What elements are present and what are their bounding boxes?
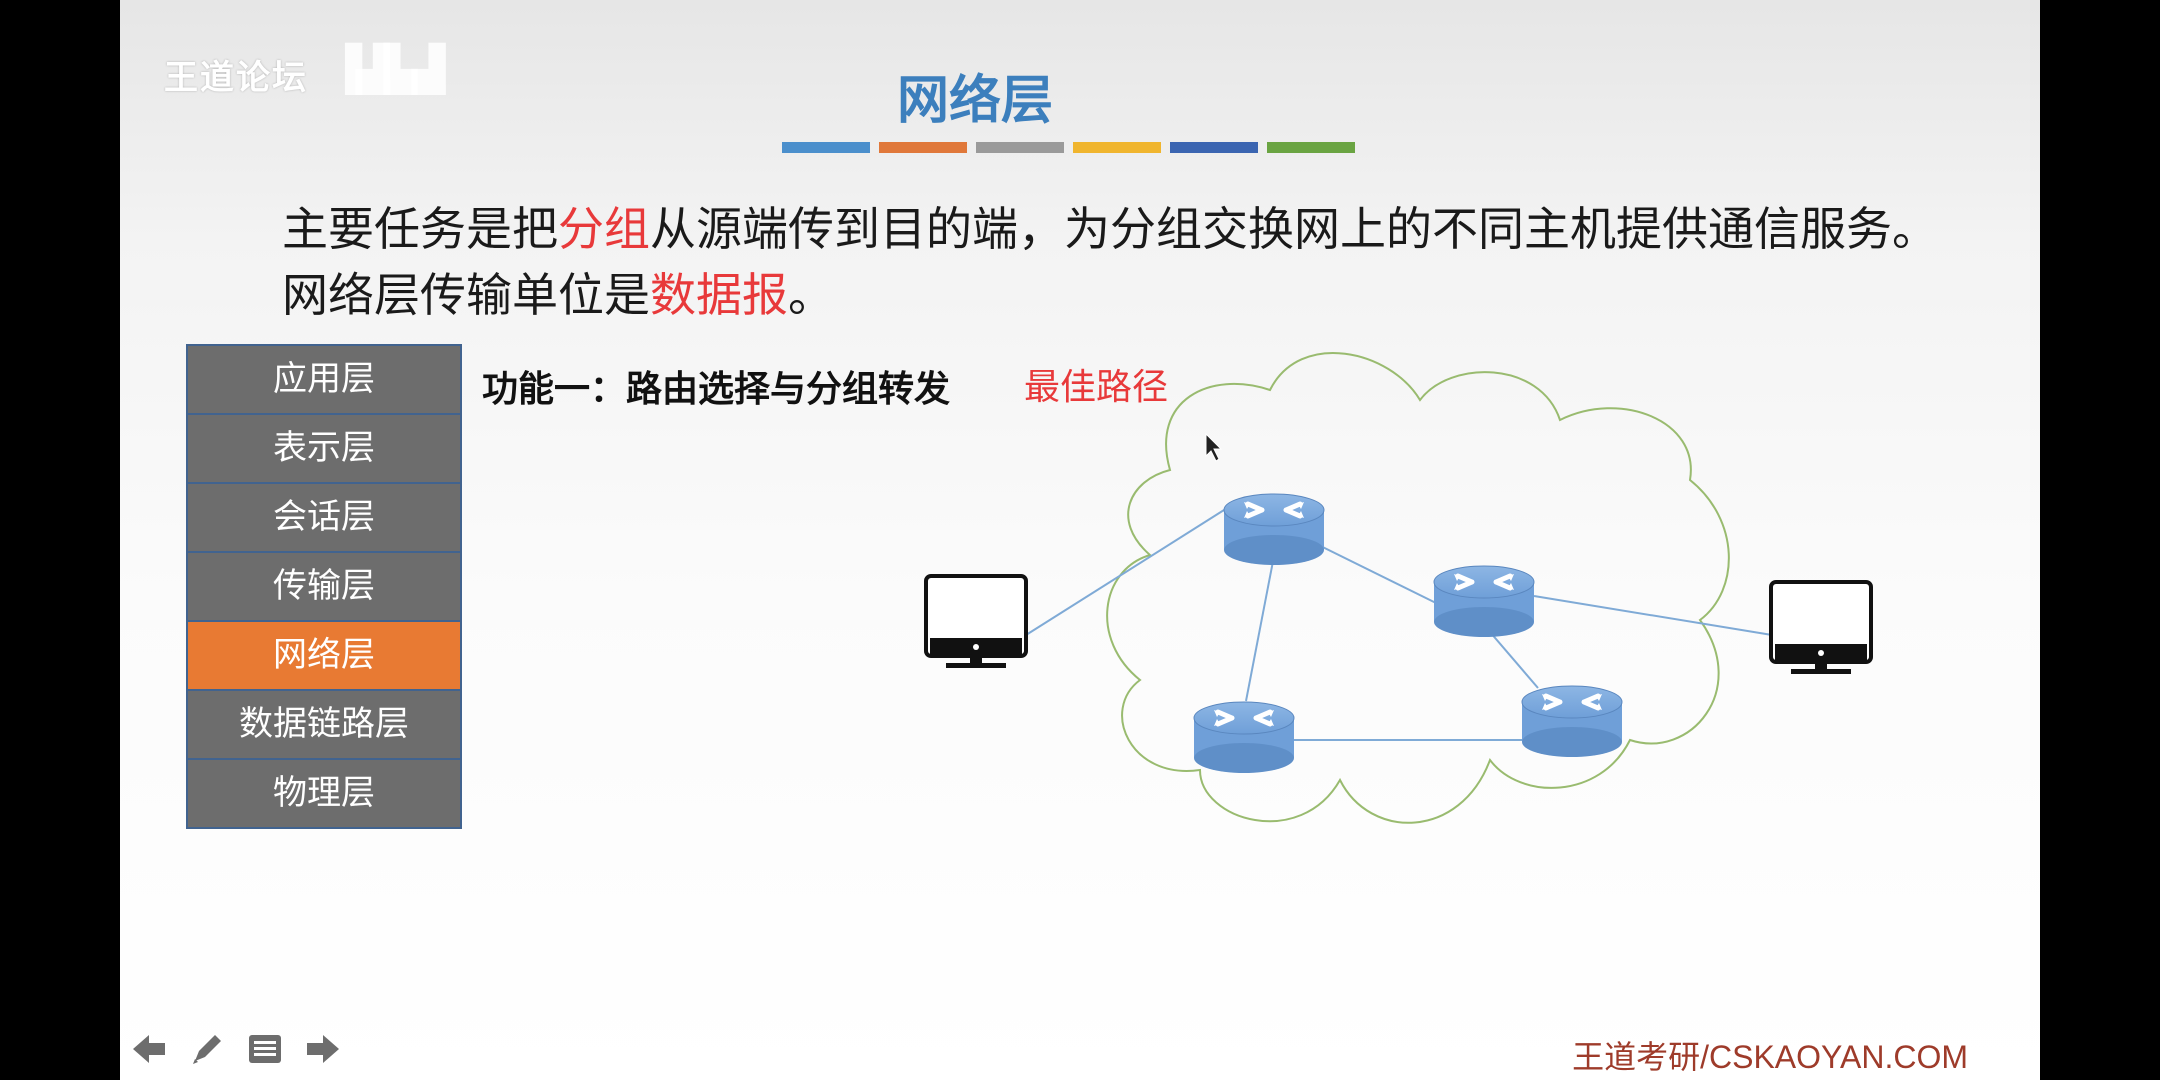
router-bottom-right-icon[interactable] — [1522, 686, 1622, 757]
intro-line-1: 主要任务是把分组从源端传到目的端，为分组交换网上的不同主机提供通信服务。 — [282, 196, 1938, 262]
osi-layer-stack: 应用层 表示层 会话层 传输层 网络层 数据链路层 物理层 — [186, 344, 462, 829]
intro-text: 主要任务是把分组从源端传到目的端，为分组交换网上的不同主机提供通信服务。 网络层… — [282, 196, 1938, 328]
mouse-cursor-icon — [1205, 432, 1223, 462]
footer-brand: 王道考研/CSKAOYAN.COM — [1572, 1039, 1968, 1075]
intro-line-2: 网络层传输单位是数据报。 — [282, 262, 1938, 328]
pen-icon[interactable] — [188, 1030, 226, 1068]
arrow-left-icon[interactable] — [130, 1030, 168, 1068]
host-right-monitor-icon[interactable] — [1769, 580, 1873, 676]
color-bar — [976, 142, 1064, 153]
intro-text-part: 从源端传到目的端，为分组交换网上的不同主机提供通信服务。 — [650, 202, 1938, 256]
watermark-text: 王道论坛 — [164, 58, 308, 98]
intro-text-part: 主要任务是把 — [282, 202, 558, 256]
highlight-packet: 分组 — [558, 202, 650, 256]
router-right-icon[interactable] — [1434, 566, 1534, 637]
layer-presentation[interactable]: 表示层 — [188, 415, 460, 484]
layer-session[interactable]: 会话层 — [188, 484, 460, 553]
highlight-datagram: 数据报 — [650, 268, 788, 322]
best-path-label: 最佳路径 — [1024, 367, 1169, 408]
color-bar — [1073, 142, 1161, 153]
arrow-right-icon[interactable] — [304, 1030, 342, 1068]
slide-title: 网络层 — [896, 71, 1053, 131]
link-router-right-host-right — [1533, 595, 1773, 636]
color-bar — [1267, 142, 1355, 153]
color-bar — [1170, 142, 1258, 153]
router-bottom-left-icon[interactable] — [1194, 702, 1294, 773]
color-bar — [782, 142, 870, 153]
color-bar — [879, 142, 967, 153]
network-cloud — [1106, 352, 1730, 824]
link-router-top-router-bottom-left — [1245, 555, 1275, 702]
slide: 王道论坛 ▐▟▙▟ 网络层 主要任务是把分组从源端传到目的端，为分组交换网上的不… — [120, 0, 2040, 1080]
link-router-right-router-bottom-right — [1489, 631, 1539, 689]
layer-transport[interactable]: 传输层 — [188, 553, 460, 622]
slide-toolbar — [130, 1030, 342, 1068]
title-color-bars — [782, 142, 1355, 153]
layer-physical[interactable]: 物理层 — [188, 760, 460, 827]
menu-icon[interactable] — [246, 1030, 284, 1068]
link-host-left-router-top — [1025, 509, 1225, 636]
layer-data-link[interactable]: 数据链路层 — [188, 691, 460, 760]
intro-text-part: 网络层传输单位是 — [282, 268, 650, 322]
router-top-icon[interactable] — [1224, 494, 1324, 565]
function-heading: 功能一：路由选择与分组转发 — [482, 369, 951, 410]
host-left-monitor-icon[interactable] — [924, 574, 1028, 670]
layer-network[interactable]: 网络层 — [188, 622, 460, 691]
intro-text-part: 。 — [788, 268, 834, 322]
network-diagram — [924, 352, 1873, 824]
layer-application[interactable]: 应用层 — [188, 346, 460, 415]
watermark-logo: ▐▟▙▟ — [328, 44, 445, 95]
